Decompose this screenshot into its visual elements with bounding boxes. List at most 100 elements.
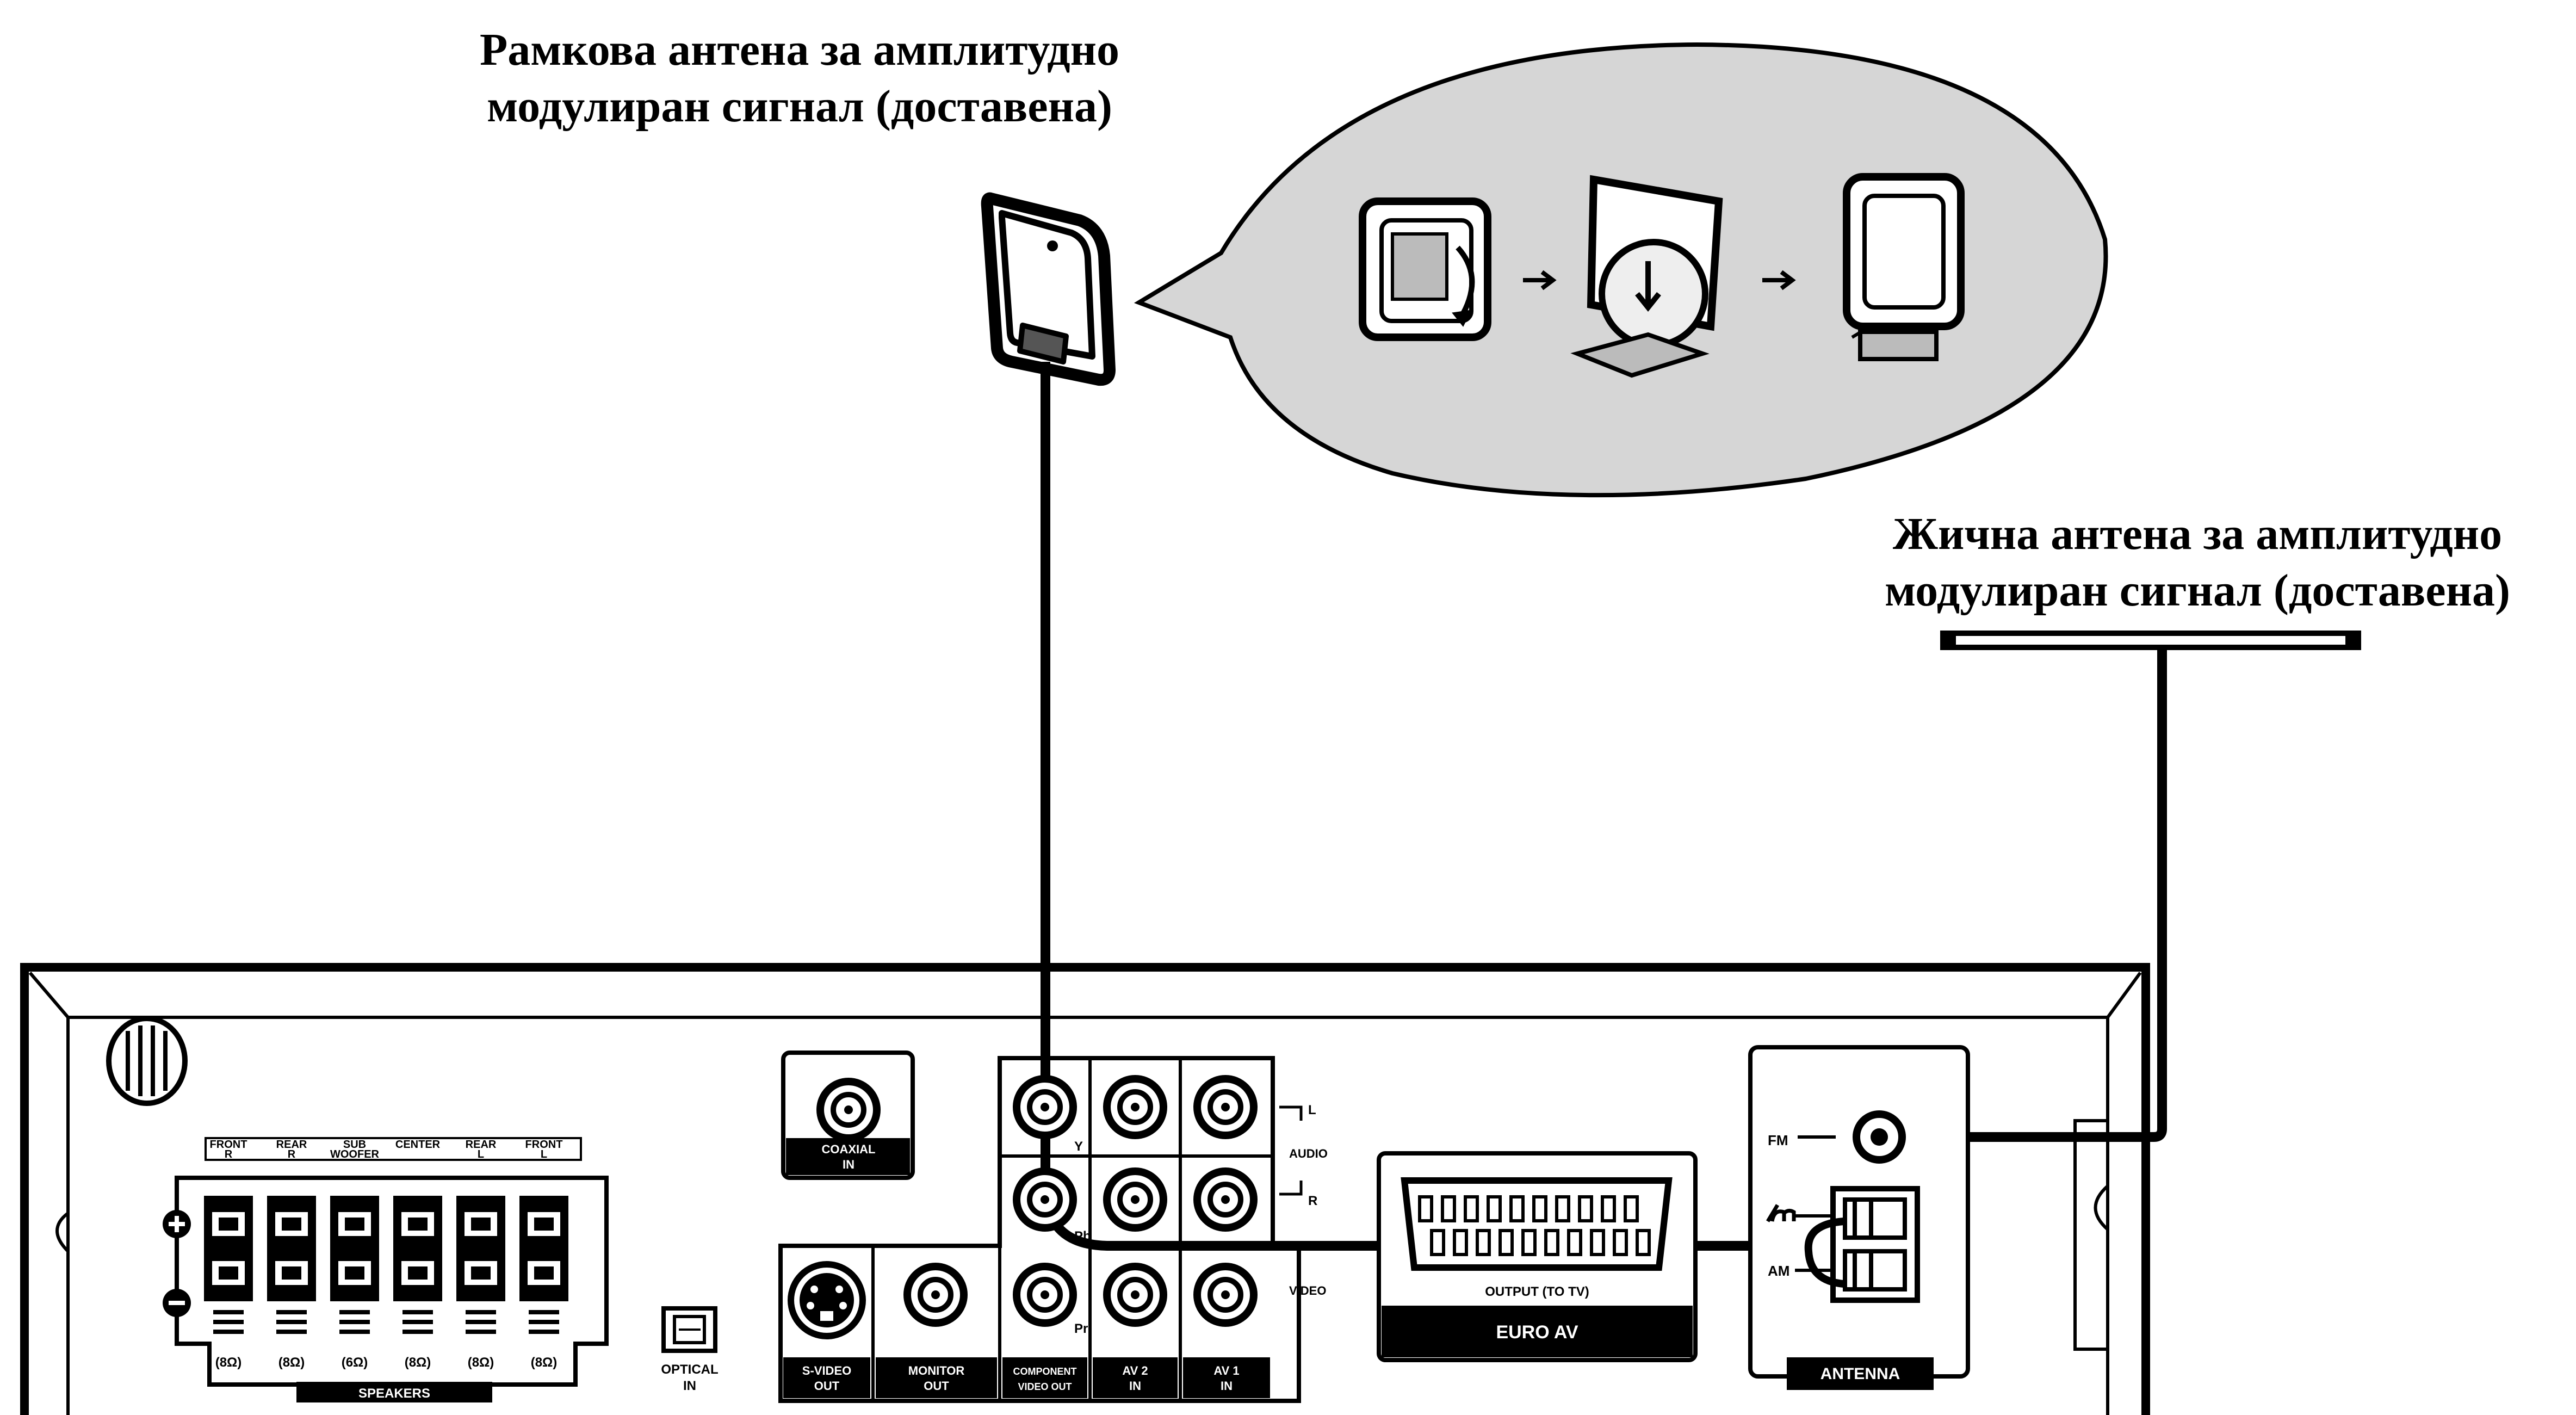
rca-jack-pin — [931, 1290, 940, 1299]
scart-pin — [1532, 1195, 1547, 1222]
speaker-terminal-ridge — [529, 1330, 559, 1334]
speaker-terminal-hole — [345, 1218, 364, 1231]
am-label: AM — [1768, 1263, 1789, 1279]
arrow-right-icon — [1762, 270, 1796, 291]
speaker-terminal-ridge — [403, 1310, 433, 1314]
optical-in-jack: OPTICAL IN — [661, 1306, 719, 1393]
rca-jack — [1193, 1075, 1258, 1139]
scart-pin — [1441, 1195, 1456, 1222]
caption-line: модулиран сигнал (доставена) — [487, 81, 1112, 132]
receiver-rear-panel — [20, 963, 2150, 1415]
rca-jack — [1013, 1263, 1077, 1327]
wire-antenna-cable — [1879, 647, 2167, 1142]
fan-grip-icon — [106, 1016, 188, 1106]
speaker-terminal-ridge — [276, 1310, 307, 1314]
speaker-impedance-label: (6Ω) — [342, 1355, 368, 1370]
speaker-terminal-ridge — [466, 1320, 496, 1324]
euro-av-label: EURO AV — [1496, 1322, 1578, 1343]
speaker-terminal-pair: (8Ω) — [204, 1196, 253, 1370]
jack-label: AV 1 IN — [1183, 1357, 1270, 1398]
antenna-terminal-block: FM AM ANTENNA — [1748, 1045, 1970, 1390]
euro-av-output-label: OUTPUT (TO TV) — [1485, 1284, 1589, 1299]
coaxial-in-label: COAXIAL — [822, 1142, 876, 1156]
scart-pin — [1578, 1195, 1593, 1222]
audio-l-label: L — [1308, 1103, 1316, 1117]
speaker-terminal-ridge — [276, 1320, 307, 1324]
loop-folded-icon — [1359, 197, 1491, 341]
jack-label-text: IN — [1221, 1379, 1233, 1393]
scart-pin — [1555, 1195, 1570, 1222]
scart-pin — [1509, 1195, 1525, 1222]
rca-jack — [1103, 1075, 1167, 1139]
jack-label-bg — [1183, 1357, 1270, 1398]
speakers-label: SPEAKERS — [358, 1386, 430, 1401]
scart-pin — [1464, 1195, 1479, 1222]
speaker-terminal-ridge — [276, 1330, 307, 1334]
speaker-terminal-hole — [345, 1266, 364, 1280]
speaker-terminal-ridge — [529, 1310, 559, 1314]
scart-pin — [1544, 1229, 1559, 1256]
scart-pin — [1601, 1195, 1616, 1222]
speaker-terminal-ridge — [339, 1320, 370, 1324]
plus-icon — [163, 1210, 191, 1238]
speaker-terminal-ridge — [339, 1330, 370, 1334]
audio-r-label: R — [1308, 1194, 1317, 1208]
arrow-right-icon — [1523, 270, 1557, 291]
jack-label: MONITOR OUT — [876, 1357, 997, 1398]
rca-jack-pin — [1131, 1103, 1140, 1111]
speaker-terminal-ridge — [466, 1310, 496, 1314]
rca-jack — [1103, 1263, 1167, 1327]
jack-label: AV 2IN — [1093, 1357, 1178, 1398]
rca-jack — [1103, 1167, 1167, 1232]
ground-icon — [1766, 1204, 1833, 1222]
jack-label-text: AV 1 — [1213, 1364, 1239, 1377]
speaker-terminal-hole — [219, 1218, 238, 1231]
rca-jack — [1193, 1167, 1258, 1232]
speaker-terminal-ridge — [403, 1320, 433, 1324]
optical-in-label: OPTICAL — [661, 1362, 718, 1377]
speaker-terminal-hole — [282, 1218, 301, 1231]
speaker-channel-label: R — [288, 1148, 296, 1160]
speaker-terminal-hole — [282, 1266, 301, 1280]
speaker-channel-label: SUB — [343, 1139, 366, 1151]
speaker-terminal-ridge — [529, 1320, 559, 1324]
rca-jack-pin — [1221, 1290, 1230, 1299]
scart-pin — [1567, 1229, 1582, 1256]
caption-line: Рамкова антена за амплитудно — [479, 24, 1120, 75]
jack-label-bg — [1002, 1357, 1087, 1398]
component-pr-label: Pr — [1074, 1321, 1088, 1336]
jack-label-text: OUT — [924, 1379, 949, 1393]
caption-line: модулиран сигнал (доставена) — [1885, 565, 2510, 616]
am-wire-antenna-icon — [1940, 631, 2361, 650]
loop-antenna-cable — [1041, 362, 1860, 1251]
speaker-terminal-ridge — [213, 1310, 244, 1314]
speaker-channel-label: L — [478, 1148, 484, 1160]
scart-pin — [1590, 1229, 1605, 1256]
rca-jack-pin — [1131, 1195, 1140, 1204]
speaker-terminal-hole — [408, 1218, 428, 1231]
jack-label-text: VIDEO OUT — [1018, 1381, 1072, 1392]
speaker-impedance-label: (8Ω) — [468, 1355, 494, 1370]
speaker-channel-label: WOOFER — [330, 1148, 380, 1160]
speaker-channel-label: REAR — [276, 1139, 307, 1151]
fm-label: FM — [1768, 1132, 1788, 1148]
scart-pin — [1476, 1229, 1491, 1256]
speaker-terminal-hole — [471, 1266, 491, 1280]
jack-label-bg — [1093, 1357, 1178, 1398]
scart-pin — [1636, 1229, 1651, 1256]
jack-label-text: AV 2 — [1122, 1364, 1148, 1377]
jack-label-text: MONITOR — [908, 1364, 965, 1377]
scart-pin — [1498, 1229, 1514, 1256]
speaker-terminal-ridge — [403, 1330, 433, 1334]
am-loop-antenna-caption: Рамкова антена за амплитудно модулиран с… — [283, 22, 1316, 135]
loop-assembled-icon — [1843, 173, 1965, 361]
jack-label-bg — [876, 1357, 997, 1398]
rca-jacks — [903, 1075, 1258, 1327]
am-loop-antenna-icon — [981, 192, 1116, 386]
speaker-terminal-pair: (6Ω) — [330, 1196, 379, 1370]
speaker-terminals: (8Ω)(8Ω)(6Ω)(8Ω)(8Ω)(8Ω) — [204, 1196, 568, 1370]
speaker-impedance-label: (8Ω) — [531, 1355, 558, 1370]
